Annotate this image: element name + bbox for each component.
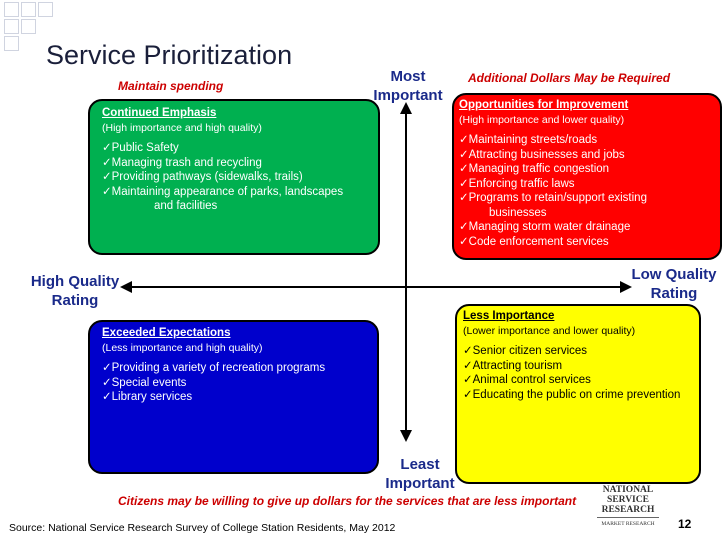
list-item: Maintaining appearance of parks, landsca… — [102, 185, 343, 200]
list-item: Maintaining streets/roads — [459, 133, 647, 148]
arrow-right-icon — [620, 281, 632, 293]
axis-label-line: Rating — [650, 285, 698, 302]
logo-text: RESEARCH — [601, 505, 655, 515]
axis-label-line: Most — [390, 68, 426, 85]
list-item-continuation: and facilities — [154, 200, 218, 212]
quadrant-heading: Exceeded Expectations — [102, 327, 231, 339]
list-item: Managing trash and recycling — [102, 156, 343, 171]
maintain-spending-note: Maintain spending — [118, 79, 224, 93]
give-up-dollars-note: Citizens may be willing to give up dolla… — [118, 494, 577, 508]
decorative-square — [4, 19, 19, 34]
page-title: Service Prioritization — [46, 40, 293, 70]
axis-label-line: High Quality — [30, 273, 120, 290]
logo-text: SERVICE — [607, 495, 649, 505]
quadrant-heading: Less Importance — [463, 310, 555, 322]
quadrant-text-less-importance: Less Importance (Lower importance and lo… — [463, 309, 680, 402]
quadrant-subheading: (High importance and high quality) — [102, 121, 262, 134]
axis-label-least-important: Least Important — [380, 455, 460, 493]
decorative-square — [4, 2, 19, 17]
axis-label-line: Rating — [51, 292, 99, 309]
list-item: Managing traffic congestion — [459, 162, 647, 177]
decorative-square — [4, 36, 19, 51]
list-item-continuation: businesses — [489, 206, 547, 219]
quadrant-subheading: (Less importance and high quality) — [102, 341, 263, 354]
axis-label-low-quality: Low Quality Rating — [622, 265, 726, 303]
quadrant-subheading: (Lower importance and lower quality) — [463, 324, 636, 337]
list-item: Public Safety — [102, 141, 343, 156]
axis-label-line: Least — [400, 456, 440, 473]
list-item: Special events — [102, 376, 325, 391]
list-item: Library services — [102, 390, 325, 405]
quadrant-text-continued-emphasis: Continued Emphasis (High importance and … — [102, 106, 343, 214]
additional-dollars-note: Additional Dollars May be Required — [468, 71, 671, 85]
arrow-left-icon — [120, 281, 132, 293]
decorative-square — [21, 19, 36, 34]
list-item: Managing storm water drainage — [459, 220, 647, 235]
quadrant-subheading: (High importance and lower quality) — [459, 113, 625, 126]
source-citation: Source: National Service Research Survey… — [9, 522, 396, 534]
quadrant-heading: Continued Emphasis — [102, 107, 217, 119]
logo-text: NATIONAL — [602, 485, 654, 495]
list-item: Attracting tourism — [463, 359, 680, 374]
quadrant-text-exceeded-expectations: Exceeded Expectations (Less importance a… — [102, 326, 325, 405]
arrow-down-icon — [400, 430, 412, 442]
logo-tagline: MARKET RESEARCH — [597, 517, 659, 529]
axis-label-most-important: Most Important — [370, 67, 446, 105]
list-item: Animal control services — [463, 373, 680, 388]
axis-label-line: Low Quality — [631, 266, 717, 283]
list-item: Senior citizen services — [463, 344, 680, 359]
axis-label-high-quality: High Quality Rating — [20, 272, 130, 310]
list-item: Providing pathways (sidewalks, trails) — [102, 170, 343, 185]
list-item: Enforcing traffic laws — [459, 177, 647, 192]
list-item: Code enforcement services — [459, 235, 647, 250]
list-item: Educating the public on crime prevention — [463, 388, 681, 403]
list-item: Attracting businesses and jobs — [459, 148, 647, 163]
list-item: Programs to retain/support existing — [459, 191, 647, 206]
page-number: 12 — [678, 517, 692, 531]
axis-label-line: Important — [385, 475, 455, 492]
quadrant-heading: Opportunities for Improvement — [459, 99, 629, 111]
decorative-square — [21, 2, 36, 17]
arrow-up-icon — [400, 102, 412, 114]
list-item: Providing a variety of recreation progra… — [102, 361, 326, 376]
decorative-square — [38, 2, 53, 17]
axis-label-line: Important — [373, 87, 443, 104]
national-service-research-logo: NATIONAL SERVICE RESEARCH MARKET RESEARC… — [597, 485, 659, 529]
quadrant-text-opportunities-for-improvement: Opportunities for Improvement (High impo… — [459, 98, 647, 249]
